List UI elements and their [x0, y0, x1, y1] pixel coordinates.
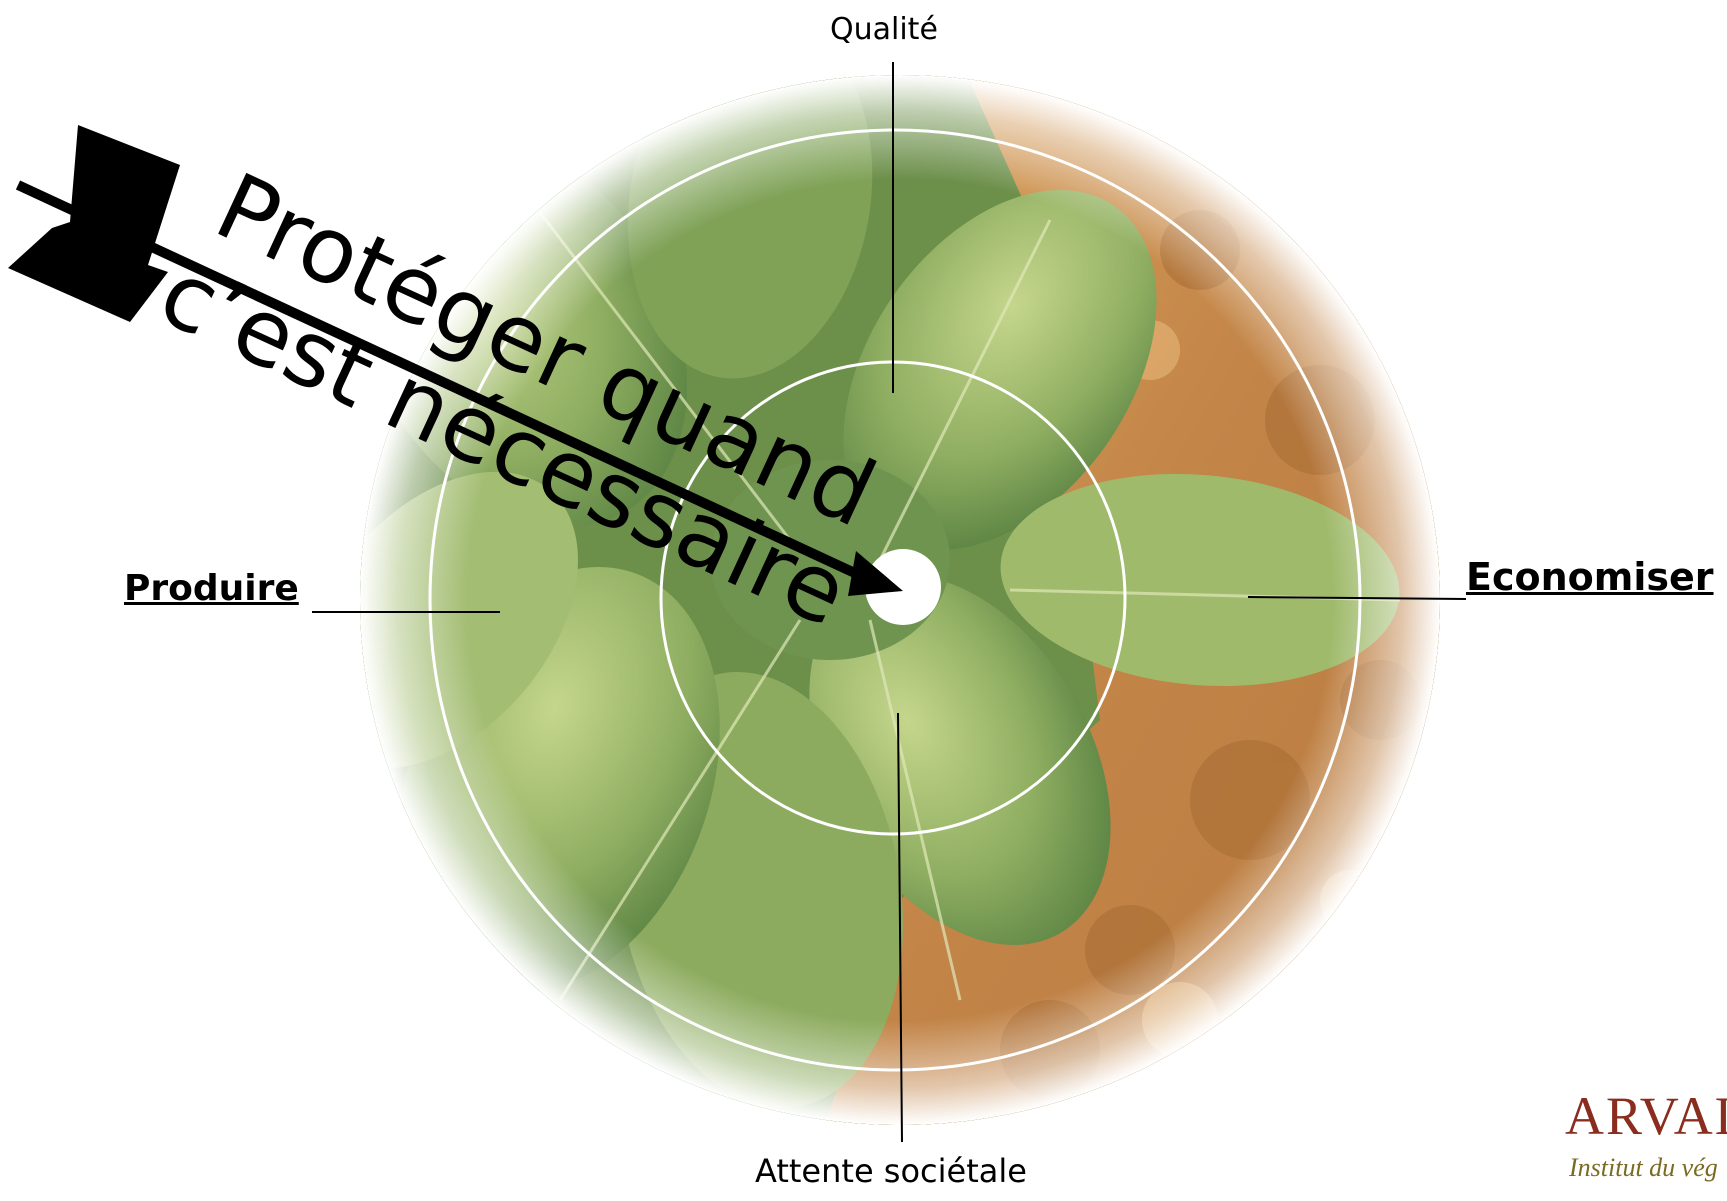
logo-name: ARVAL: [1565, 1085, 1727, 1147]
axis-label-societal: Attente sociétale: [755, 1152, 1027, 1190]
axis-label-produce: Produire: [124, 568, 299, 609]
logo-tagline: Institut du vég: [1569, 1153, 1718, 1183]
arvalis-logo: ARVAL Institut du vég: [1557, 1085, 1727, 1196]
axis-label-save: Economiser: [1466, 555, 1714, 599]
axis-label-quality: Qualité: [830, 12, 938, 47]
